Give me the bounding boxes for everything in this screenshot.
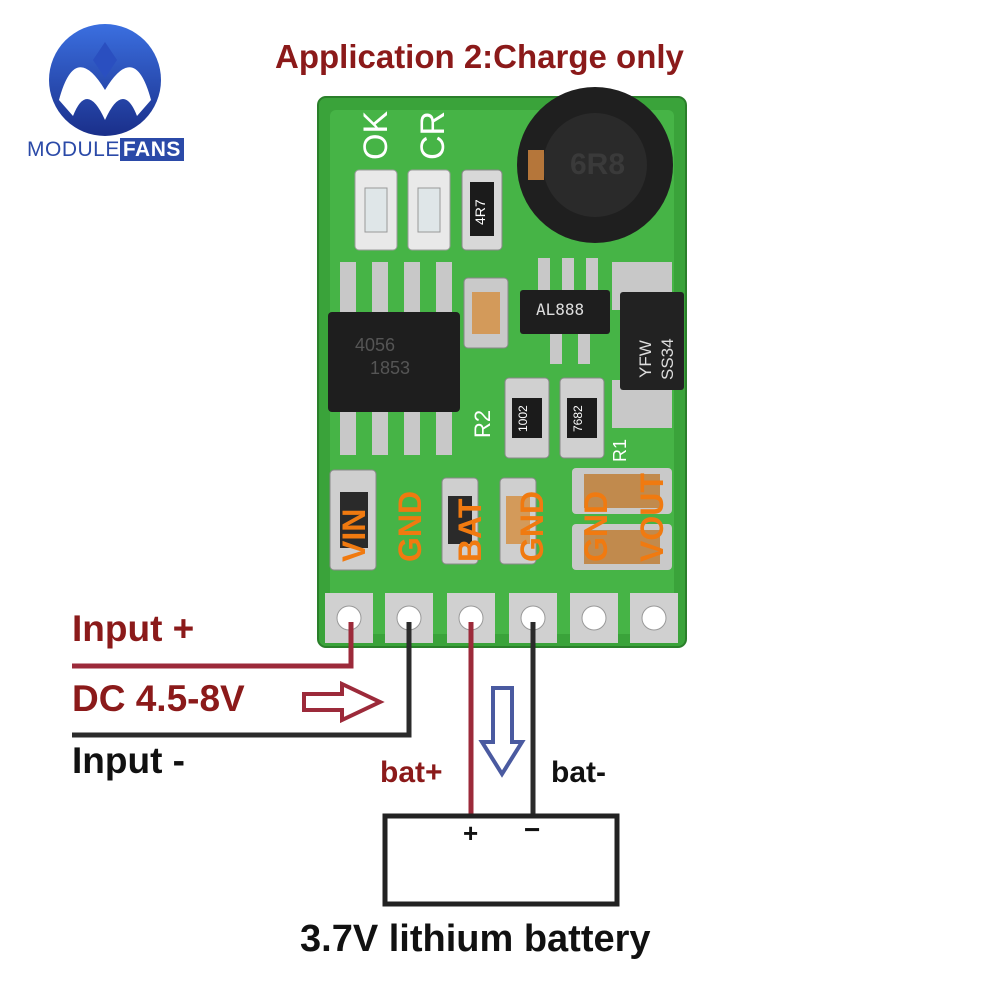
silk-r1: R1 — [610, 438, 630, 462]
ic-pins-top — [340, 262, 452, 322]
pin-label-gnd-1: GND — [392, 490, 428, 562]
cap-out-top-body — [584, 474, 660, 508]
res-a-label: 1002 — [516, 405, 530, 432]
logo-module-text: MODULE — [27, 138, 120, 161]
ic-main — [328, 312, 460, 412]
booster-label: AL888 — [536, 300, 585, 319]
diode-label-2: SS34 — [658, 338, 677, 380]
resistor-top-label: 4R7 — [472, 199, 488, 225]
battery-minus-sign: − — [524, 814, 541, 845]
ic-pins-bottom — [340, 400, 452, 455]
ic-main-label: 4056 — [355, 335, 396, 355]
battery-box — [382, 813, 620, 907]
inductor-core — [543, 113, 647, 217]
ic-main-label-2: 1853 — [370, 358, 411, 378]
label-bat-minus: bat- — [551, 756, 606, 789]
led-cr-lens — [417, 187, 441, 233]
wire-input-minus — [72, 622, 412, 738]
silk-ok: OK — [357, 110, 395, 160]
pin-label-vin: VIN — [336, 508, 372, 562]
label-dc-range: DC 4.5-8V — [72, 678, 245, 719]
logo-fans-text: FANS — [119, 138, 184, 161]
page-title: Application 2:Charge only — [275, 38, 684, 75]
capacitor-small-body — [472, 292, 500, 334]
modulefans-logo-icon — [49, 24, 161, 136]
diode — [620, 292, 684, 390]
booster-pins — [538, 258, 598, 364]
component-bat-body — [448, 496, 472, 544]
silk-cr: CR — [414, 110, 452, 160]
arrow-right-icon — [302, 680, 385, 724]
label-input-plus: Input + — [72, 608, 195, 649]
label-bat-plus: bat+ — [380, 756, 443, 789]
battery-label: 3.7V lithium battery — [300, 918, 651, 960]
chip-booster — [520, 290, 610, 334]
pin-label-gnd-3: GND — [578, 490, 614, 562]
diode-label-1: YFW — [636, 340, 655, 378]
resistor-b-body — [567, 398, 597, 438]
res-b-label: 7682 — [571, 405, 585, 432]
inductor-lead-left — [528, 150, 544, 180]
component-vin-body — [340, 492, 368, 548]
pin-label-bat: BAT — [452, 498, 488, 562]
led-ok-lens — [364, 187, 388, 233]
arrow-down-icon — [478, 686, 526, 778]
inductor-label: 6R8 — [570, 148, 626, 181]
cap-out-bottom-body — [584, 530, 660, 564]
silk-r2: R2 — [470, 409, 495, 438]
battery-plus-sign: + — [463, 818, 479, 848]
pin-label-vout: VOUT — [634, 473, 670, 562]
resistor-top-body — [470, 182, 494, 236]
label-input-minus: Input - — [72, 740, 186, 781]
pin-label-gnd-2: GND — [514, 490, 550, 562]
wire-input-plus — [72, 622, 354, 669]
component-gnd-body — [506, 496, 530, 544]
resistor-a-body — [512, 398, 542, 438]
